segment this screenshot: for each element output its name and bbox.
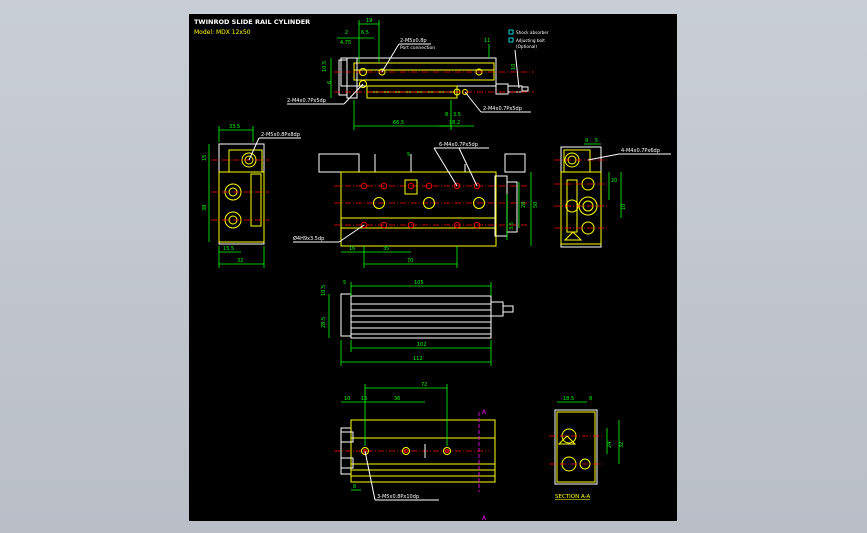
dim-side-105: 105 bbox=[414, 280, 424, 286]
section-title: SECTION A-A bbox=[555, 494, 590, 500]
dim-left-32: 32 bbox=[237, 258, 243, 264]
dim-section-24: 24 bbox=[607, 442, 613, 448]
dim-front-28: 28 bbox=[521, 202, 527, 208]
dim-section-8: 8 bbox=[589, 396, 592, 402]
dim-side-5: 5 bbox=[343, 280, 346, 286]
dim-top-2: 2 bbox=[345, 30, 348, 36]
dim-right-20: 20 bbox=[611, 178, 617, 184]
dim-top-11: 11 bbox=[484, 38, 490, 44]
callout-right-m4: 4-M4x0.7Px6dp bbox=[621, 148, 660, 154]
dim-left-38: 38 bbox=[202, 205, 208, 211]
callout-shock-absorber: Shock absorber bbox=[516, 30, 549, 35]
dim-top-19: 19 bbox=[366, 18, 372, 24]
dim-front-50: 50 bbox=[533, 202, 539, 208]
section-view: 18.5 8 24 32 SECTION A-A bbox=[549, 396, 625, 500]
front-view: 5 16 35 70 3.5 28 50 6-M4x0.7Px5dp Ø4H9x… bbox=[293, 142, 539, 268]
dim-bottom-8: 8 bbox=[353, 484, 356, 490]
dim-top-4-75: 4.75 bbox=[340, 40, 351, 46]
cad-viewport[interactable]: .y { stroke: #ffff00; fill: none; stroke… bbox=[189, 14, 677, 521]
section-marker-top: A bbox=[482, 409, 487, 416]
side-view: 105 5 10.5 28.5 102 112 bbox=[321, 280, 514, 366]
dim-top-10-5: 10.5 bbox=[322, 61, 328, 72]
callout-left-m5: 2-M5x0.8Px8dp bbox=[261, 132, 300, 138]
dim-top-6-5: 6.5 bbox=[361, 30, 369, 36]
bottom-view: 72 10 15 36 8 A A 3-M5x0.8Px10dp bbox=[334, 382, 496, 521]
dim-front-5: 5 bbox=[407, 152, 410, 158]
dim-section-32: 32 bbox=[619, 442, 625, 448]
dim-bottom-15: 15 bbox=[361, 396, 367, 402]
dim-top-6: 6 bbox=[327, 81, 333, 84]
dim-left-33-5: 33.5 bbox=[229, 124, 240, 130]
callout-top-m4-right: 2-M4x0.7Px5dp bbox=[483, 106, 522, 112]
dim-top-18-2: 18.2 bbox=[449, 120, 460, 126]
dim-right-10: 10 bbox=[621, 204, 627, 210]
callout-top-m5: 2-M5x0.8p bbox=[400, 38, 427, 44]
dim-side-28-5: 28.5 bbox=[321, 317, 327, 328]
left-view: 33.5 15 38 15.5 32 2-M5x0.8Px8dp bbox=[202, 124, 301, 268]
dim-front-70: 70 bbox=[407, 258, 413, 264]
dim-right-9: 9 bbox=[585, 138, 588, 144]
dim-top-3-5: 3.5 bbox=[453, 112, 461, 118]
callout-optional: (Optional) bbox=[516, 44, 537, 49]
dim-side-112: 112 bbox=[413, 356, 423, 362]
dim-front-16: 16 bbox=[349, 246, 355, 252]
section-marker-bottom: A bbox=[482, 515, 487, 521]
dim-front-3-5: 3.5 bbox=[509, 222, 515, 230]
dim-left-15: 15 bbox=[202, 155, 208, 161]
dim-bottom-10: 10 bbox=[344, 396, 350, 402]
callout-adjusting-bolt: Adjusting bolt bbox=[516, 38, 545, 43]
callout-top-m4-left: 2-M4x0.7Px5dp bbox=[287, 98, 326, 104]
callout-bottom-m5: 3-M5x0.8Px10dp bbox=[377, 494, 419, 500]
dim-side-102: 102 bbox=[417, 342, 427, 348]
callout-front-m4: 6-M4x0.7Px5dp bbox=[439, 142, 478, 148]
dim-side-10-5: 10.5 bbox=[321, 285, 327, 296]
right-view: 9 5 20 10 4-M4x0.7Px6dp bbox=[554, 138, 671, 248]
callout-port-connection: Port connection bbox=[400, 45, 435, 51]
dim-bottom-36: 36 bbox=[394, 396, 400, 402]
callout-front-hole: Ø4H9x3.5dp bbox=[293, 235, 324, 242]
drawing-title: TWINROD SLIDE RAIL CYLINDER bbox=[194, 18, 310, 26]
dim-bottom-72: 72 bbox=[421, 382, 427, 388]
dim-section-18-5: 18.5 bbox=[563, 396, 574, 402]
drawing-model: Model: MDX 12x50 bbox=[194, 29, 251, 36]
dim-front-35: 35 bbox=[383, 246, 389, 252]
dim-left-15-5: 15.5 bbox=[223, 246, 234, 252]
dim-top-8: 8 bbox=[445, 112, 448, 118]
dim-top-66-5: 66.5 bbox=[393, 120, 404, 126]
top-view: 19 2 6.5 4.75 10.5 6 11 10 66.5 18.2 8 3… bbox=[287, 18, 549, 130]
cad-drawing: .y { stroke: #ffff00; fill: none; stroke… bbox=[194, 18, 671, 521]
dim-top-10: 10 bbox=[511, 64, 517, 70]
dim-right-5: 5 bbox=[595, 138, 598, 144]
